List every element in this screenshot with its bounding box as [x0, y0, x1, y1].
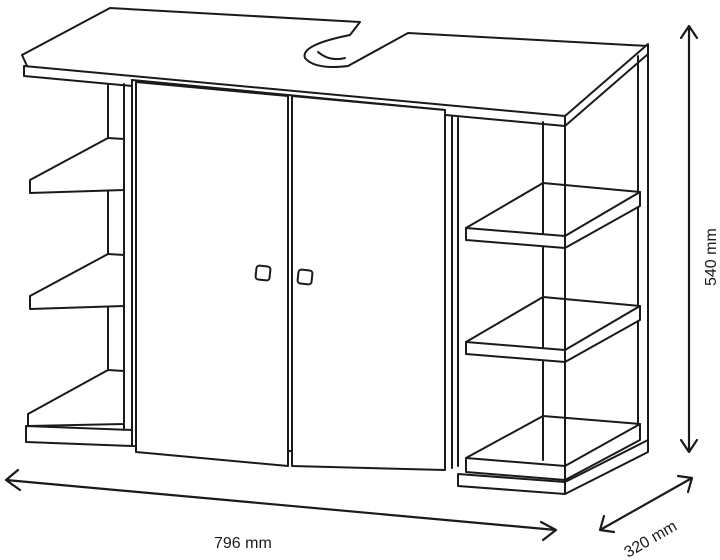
height-arrow-top: [679, 24, 699, 40]
width-label: 796 mm: [214, 535, 272, 552]
right-shelf-middle: [465, 305, 641, 363]
width-arrow-left: [4, 468, 22, 492]
right-door: [291, 95, 446, 471]
height-label: 540 mm: [703, 228, 720, 286]
right-door-handle: [296, 268, 314, 286]
right-shelf-bottom-depth: [465, 415, 641, 459]
width-arrow-right: [539, 520, 558, 542]
depth-dimension-line: [599, 477, 693, 531]
left-shelf-middle: [29, 253, 125, 310]
sink-cutout: [317, 51, 346, 61]
depth-arrow-top: [676, 474, 694, 494]
height-arrow-bottom: [679, 438, 699, 454]
right-shelf-top-depth: [465, 182, 641, 229]
depth-label: 320 mm: [622, 518, 681, 560]
countertop-top-face: [21, 7, 649, 119]
left-shelf-top: [29, 137, 125, 194]
left-base-plinth: [25, 425, 133, 447]
right-shelf-middle-depth: [465, 296, 641, 343]
height-dimension: 540 mm: [679, 24, 720, 454]
left-shelf-bottom: [27, 369, 125, 427]
right-shelf-bottom: [465, 423, 641, 481]
width-dimension: 796 mm: [4, 468, 558, 552]
depth-dimension: 320 mm: [598, 474, 694, 560]
width-dimension-line: [5, 478, 557, 532]
left-door: [135, 81, 289, 467]
right-shelf-top: [465, 191, 641, 249]
depth-arrow-bottom: [598, 514, 616, 534]
left-door-handle: [254, 264, 272, 282]
sink-cabinet: [21, 7, 649, 495]
